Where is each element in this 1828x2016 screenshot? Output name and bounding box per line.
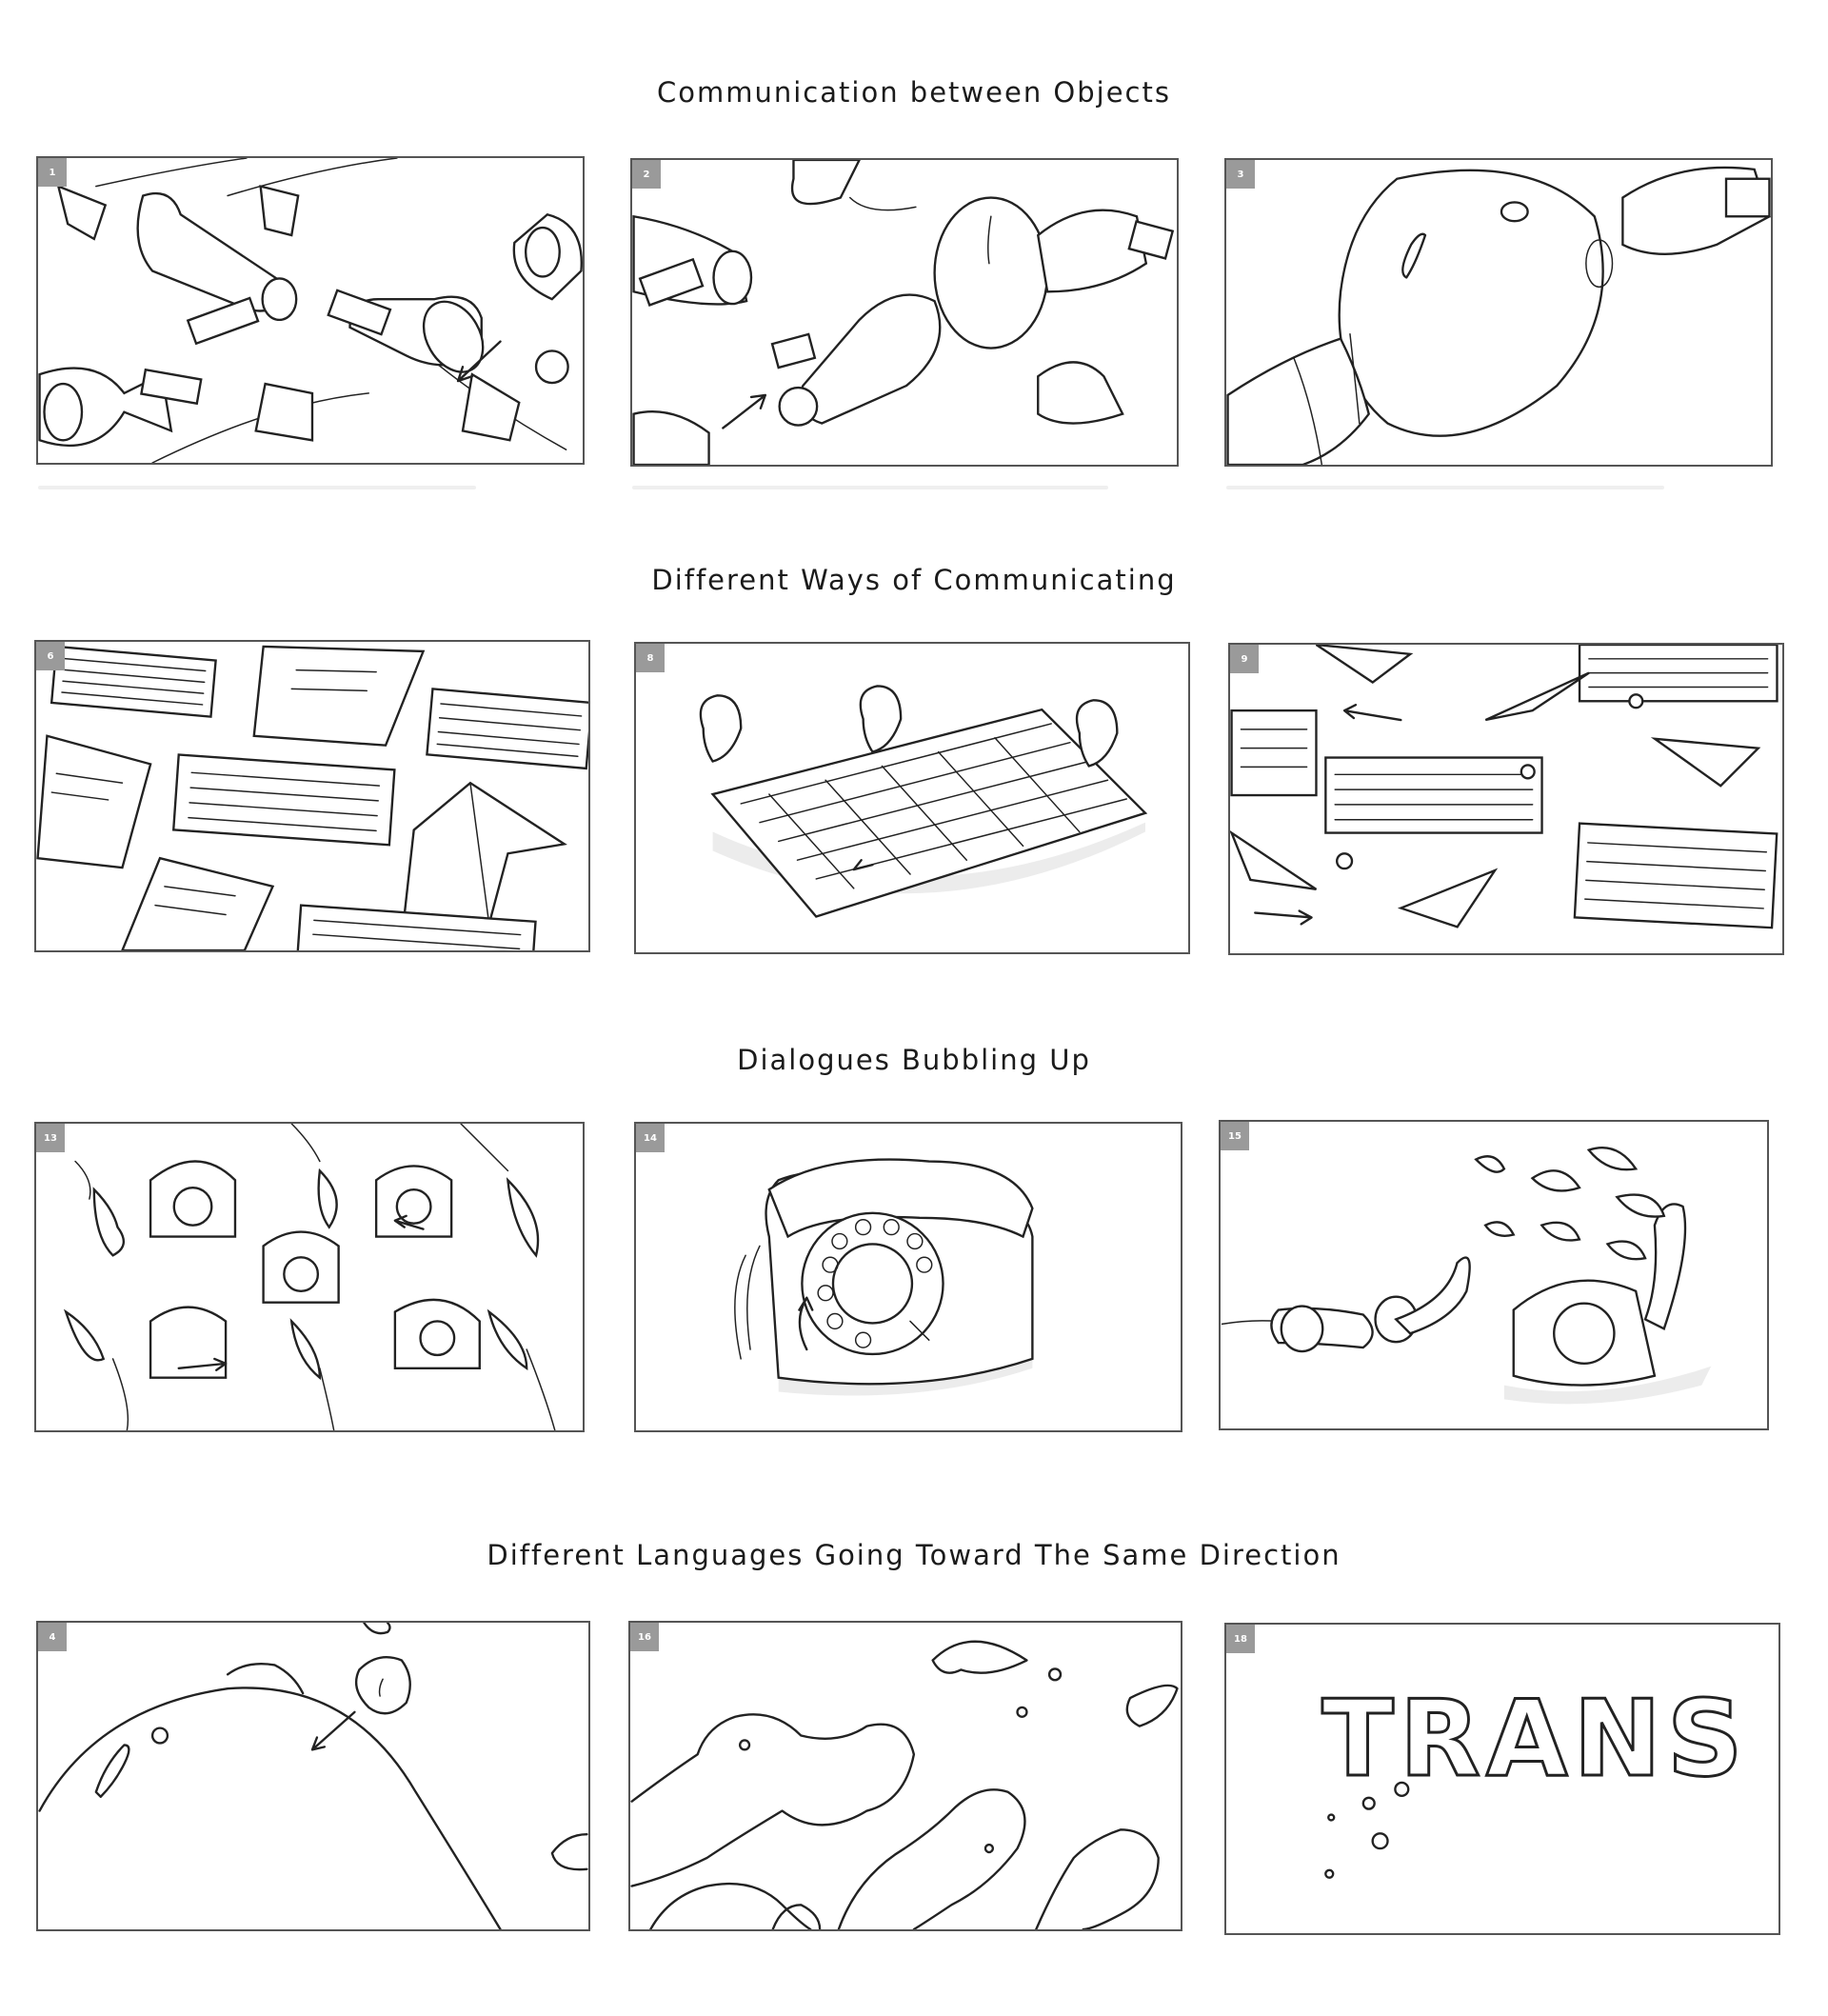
- trans-bubble-text: TRANS: [1321, 1678, 1748, 1801]
- storyboard-panel-18[interactable]: 18 TRANS: [1224, 1623, 1780, 1935]
- storyboard-panel-16[interactable]: 16: [628, 1621, 1182, 1931]
- section-title-ways: Different Ways of Communicating: [651, 564, 1177, 596]
- keyboard-icon: [699, 685, 1148, 918]
- panel-number-badge: 18: [1226, 1625, 1255, 1653]
- faint-caption: [632, 486, 1108, 489]
- panel-number-badge: 13: [36, 1124, 65, 1152]
- faint-caption: [38, 486, 476, 489]
- panel-number-badge: 15: [1221, 1122, 1249, 1150]
- storyboard-panel-15[interactable]: 15: [1219, 1120, 1769, 1430]
- storyboard-panel-2[interactable]: 2: [630, 158, 1179, 467]
- rotary-phone-icon: [1221, 1146, 1712, 1405]
- megaphone-icon: [632, 160, 1175, 465]
- panel-number-badge: 1: [38, 158, 67, 187]
- megaphone-icon: [38, 158, 583, 463]
- panel-number-badge: 16: [630, 1623, 659, 1651]
- panel-number-badge: 8: [636, 644, 665, 672]
- panel-number-badge: 6: [36, 642, 65, 670]
- faint-caption: [1226, 486, 1664, 489]
- megaphone-icon: [1226, 166, 1771, 465]
- section-title-communication: Communication between Objects: [657, 76, 1171, 109]
- rotary-phone-icon: [734, 1158, 1034, 1396]
- storyboard-panel-3[interactable]: 3: [1224, 158, 1773, 467]
- paper-plane-icon: [1230, 645, 1778, 929]
- panel-number-badge: 14: [636, 1124, 665, 1152]
- section-title-languages: Different Languages Going Toward The Sam…: [487, 1539, 1341, 1571]
- storyboard-panel-1[interactable]: 1: [36, 156, 585, 465]
- keyboard-icon: [36, 645, 588, 950]
- trans-lettering: TRANS: [1321, 1677, 1748, 1879]
- bubble-icon: [38, 1623, 588, 1929]
- storyboard-panel-9[interactable]: 9: [1228, 643, 1784, 955]
- storyboard-panel-4[interactable]: 4: [36, 1621, 590, 1931]
- rotary-phone-icon: [63, 1124, 556, 1430]
- bubble-icon: [630, 1640, 1179, 1929]
- panel-number-badge: 4: [38, 1623, 67, 1651]
- section-title-dialogues: Dialogues Bubbling Up: [737, 1044, 1091, 1076]
- storyboard-panel-14[interactable]: 14: [634, 1122, 1182, 1432]
- panel-number-badge: 9: [1230, 645, 1259, 673]
- storyboard-panel-8[interactable]: 8: [634, 642, 1190, 954]
- storyboard-panel-6[interactable]: 6: [34, 640, 590, 952]
- panel-number-badge: 3: [1226, 160, 1255, 189]
- storyboard-panel-13[interactable]: 13: [34, 1122, 585, 1432]
- panel-number-badge: 2: [632, 160, 661, 189]
